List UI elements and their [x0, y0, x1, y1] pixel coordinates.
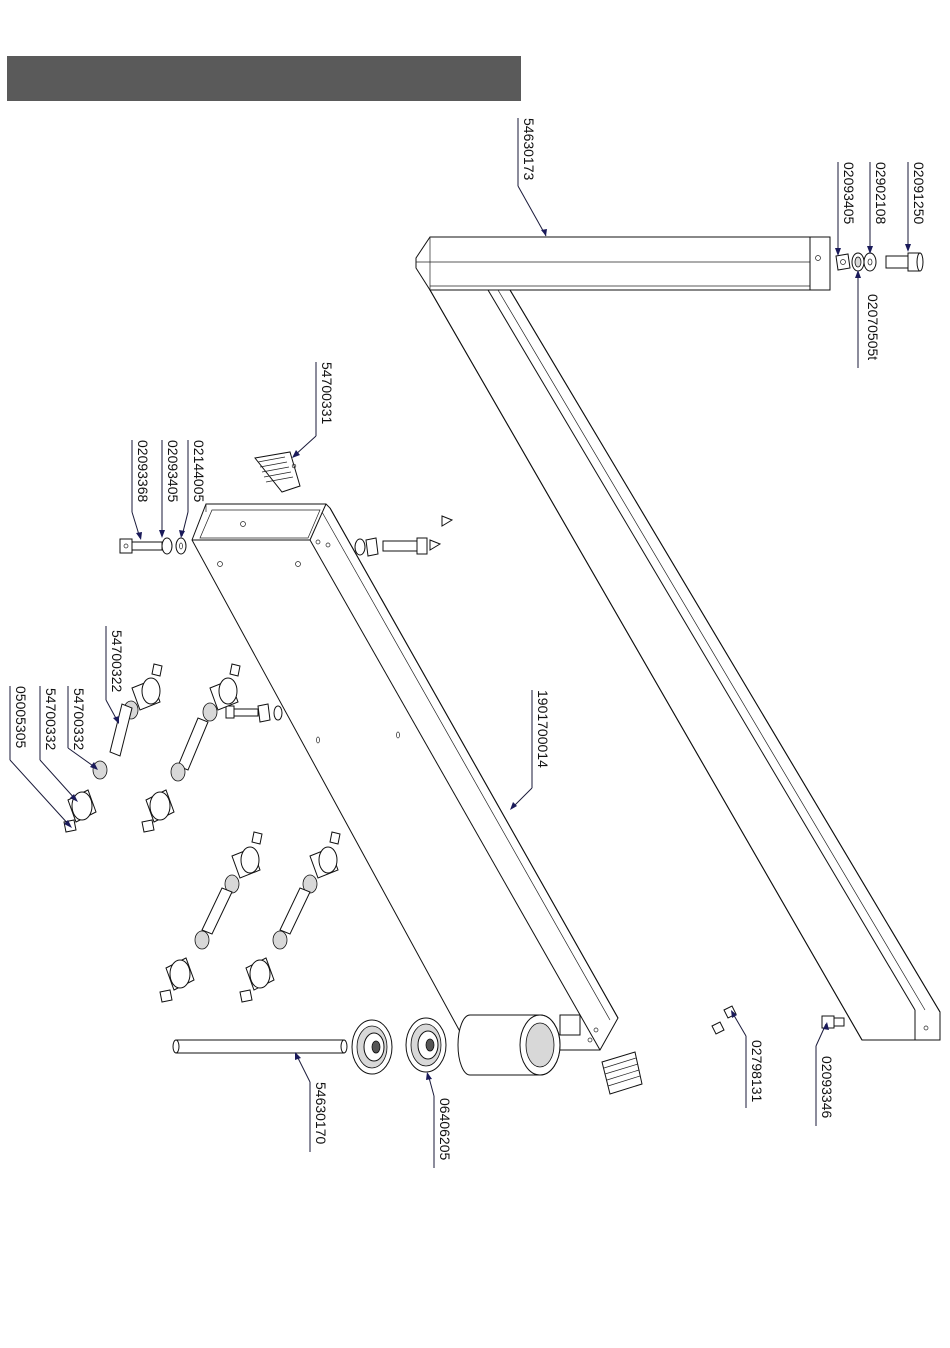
label-roller-sleeve: 54700322 [109, 630, 125, 693]
label-bearing: 06406205 [437, 1098, 453, 1161]
label-bolt-bottom: 02093346 [819, 1056, 835, 1119]
label-washer-top: 02902108 [873, 162, 889, 225]
bearing-left [352, 1020, 392, 1074]
axle [173, 1040, 347, 1053]
label-bolt-left: 02093368 [135, 440, 151, 503]
bolt-left-group [120, 538, 186, 554]
label-frame-top-tube: 54630173 [521, 118, 537, 181]
bolt-top-group [836, 253, 923, 271]
label-roller-bushing-2: 54700332 [43, 688, 59, 751]
label-main-frame: 1901700014 [535, 690, 551, 768]
bolt-right-group [355, 516, 452, 556]
label-nut-left: 02093405 [165, 440, 181, 503]
label-washer-flange-top: 02070505t [865, 294, 881, 360]
label-screw-small: 02798131 [749, 1040, 765, 1103]
label-bolt-top: 02091250 [911, 162, 927, 225]
label-brush-top: 54700331 [319, 362, 335, 425]
label-roller-bushing: 54700332 [71, 688, 87, 751]
brush-top [255, 452, 300, 492]
small-screws [712, 1006, 736, 1034]
label-roller-screw: 05005305 [13, 686, 29, 749]
bolt-mid-group [226, 704, 282, 722]
brush-bottom [602, 1052, 642, 1094]
label-axle: 54630170 [313, 1082, 329, 1145]
top-tube [416, 237, 830, 290]
roller-assembly-3 [160, 832, 262, 1002]
bearing-right [406, 1018, 446, 1072]
label-washer-left: 02144005 [191, 440, 207, 503]
label-nut-top: 02093405 [841, 162, 857, 225]
